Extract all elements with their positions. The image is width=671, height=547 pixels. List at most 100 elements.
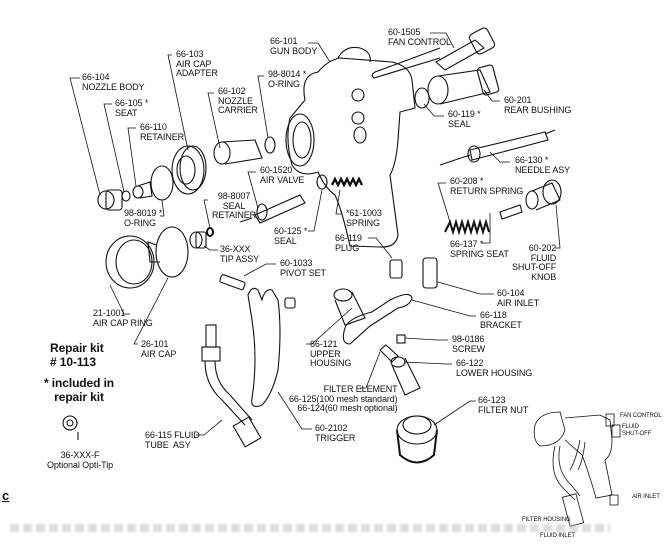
air-cap-ring-drawing (105, 235, 155, 289)
cut-off-text-line (10, 524, 610, 532)
part-number: 26-101 (141, 339, 169, 349)
part-label-spring-seat: 66-137 *SPRING SEAT (450, 239, 509, 259)
part-name: PIVOT SET (280, 267, 326, 278)
part-name: SPRING (346, 217, 380, 228)
part-name: FAN CONTROL (388, 36, 451, 47)
part-name: NEEDLE ASY (515, 164, 571, 175)
part-name: SPRING SEAT (450, 248, 509, 259)
assembled-gun-inset (533, 411, 621, 527)
part-number: 60-104 (497, 288, 525, 298)
part-name: NOZZLE BODY (82, 81, 145, 92)
part-name: SEAL (448, 118, 471, 129)
part-name: UPPER HOUSING (310, 348, 352, 368)
part-number: FILTER ELEMENT (323, 384, 398, 394)
part-number: 66-115 FLUID (145, 430, 200, 440)
part-number: 60-1505 (388, 27, 421, 37)
part-name: REAR BUSHING (504, 104, 572, 115)
pivot-set-drawing (219, 274, 296, 309)
part-label-seal-119: 60-119 *SEAL (448, 109, 481, 129)
part-number: 66-105 * (115, 98, 149, 108)
nozzle-parts-drawing (97, 136, 276, 211)
part-name: FILTER NUT (478, 404, 529, 415)
part-name: SCREW (452, 343, 485, 354)
opti-tip-drawing (62, 415, 79, 440)
part-name: AIR CAP RING (93, 317, 153, 328)
part-name: AIR CAP ADAPTER (176, 58, 218, 78)
part-label-seat: 66-105 *SEAT (115, 98, 149, 118)
part-name: 66-125(100 mesh standard) 66-124(60 mesh… (289, 393, 398, 413)
repair-kit-title: Repair kit # 10-113 (50, 341, 104, 369)
part-name: NOZZLE CARRIER (218, 95, 258, 115)
inset-label-fluid-inlet: FLUID INLET (540, 533, 575, 539)
part-number: 60-125 * (274, 226, 308, 236)
fluid-shutoff-knob-drawing (499, 179, 562, 220)
spring-drawing (330, 176, 364, 188)
return-spring-drawing (444, 218, 490, 236)
filter-assembly-drawing (333, 257, 438, 464)
part-name: O-RING (124, 217, 156, 228)
part-number: 60-208 * (450, 176, 484, 186)
part-number: 66-121 (310, 339, 338, 349)
needle-assy-drawing (439, 129, 556, 166)
part-name: RETAINER (140, 131, 185, 142)
part-name: FLUID SHUT-OFF KNOB (512, 252, 557, 282)
part-number: 98-8007 (217, 191, 251, 201)
part-label-o-ring-8019: 98-8019 *O-RING (124, 208, 163, 228)
part-label-seal-125: 60-125 *SEAL (274, 226, 308, 246)
fan-control-drawing (371, 27, 496, 79)
part-number: 66-119 (335, 233, 362, 243)
part-number: 60-201 (504, 95, 532, 105)
leader-lines (69, 32, 561, 436)
part-name: AIR VALVE (260, 174, 305, 185)
inset-label-air-inlet: AIR INLET (632, 494, 660, 500)
trigger-drawing (247, 287, 281, 407)
part-name: SEAT (115, 107, 138, 118)
part-number: 66-122 (456, 358, 484, 368)
part-name: BRACKET (480, 319, 522, 330)
fluid-tube-drawing (201, 324, 262, 448)
inset-label-fluid-shutoff: FLUID SHUT-OFF (622, 424, 652, 437)
part-number: 21-1001 (93, 308, 126, 318)
part-name: SEAL (274, 235, 297, 246)
part-number: 66-123 (478, 395, 506, 405)
part-number: 60-119 * (448, 109, 481, 119)
seal-retainer-drawing (206, 227, 214, 237)
part-label-return-spring: 60-208 *RETURN SPRING (450, 176, 523, 196)
part-number: 66-104 (82, 72, 110, 82)
part-name: AIR CAP (141, 348, 177, 359)
part-name: TIP ASSY (220, 253, 260, 264)
inset-label-fan-control: FAN CONTROL (620, 413, 662, 419)
part-number: 60-202 (528, 243, 557, 253)
part-number: 66-130 * (515, 155, 549, 165)
part-number: 36-XXX (220, 244, 251, 254)
part-number: 98-8019 * (124, 208, 163, 218)
part-name: AIR INLET (497, 297, 540, 308)
part-number: 66-137 * (450, 239, 484, 249)
part-label-o-ring-8014: 98-8014 *O-RING (268, 69, 306, 89)
part-name: O-RING (268, 78, 300, 89)
cut-off-heading: c (2, 488, 10, 503)
part-name: SEAL RETAINER (212, 200, 257, 220)
seal-125-drawing (316, 174, 328, 190)
